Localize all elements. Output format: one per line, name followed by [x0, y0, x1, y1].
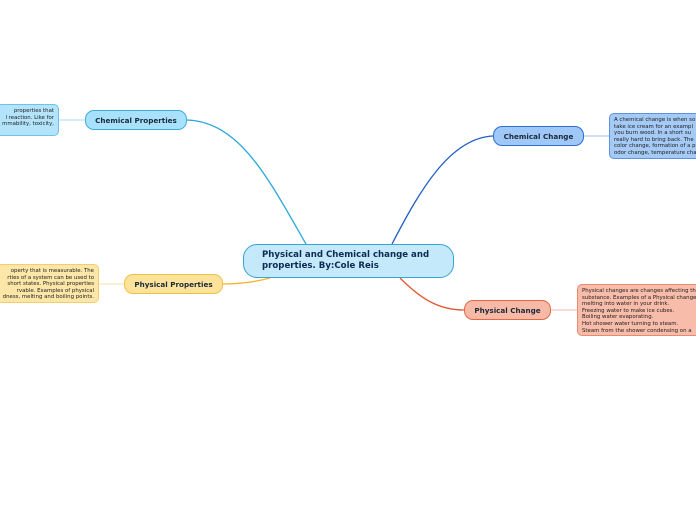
- topic-chemical-change[interactable]: Chemical Change: [493, 126, 584, 146]
- connector-physical-change: [399, 277, 465, 311]
- topic-physical-change[interactable]: Physical Change: [464, 300, 551, 320]
- topic-label: Physical Properties: [134, 279, 213, 289]
- topic-label: Chemical Properties: [95, 115, 177, 125]
- root-topic-label: Physical and Chemical change and propert…: [262, 250, 430, 271]
- connector-physical-properties: [222, 277, 271, 285]
- note-physical-change[interactable]: Physical changes are changes affecting t…: [577, 284, 696, 336]
- note-chemical-change[interactable]: A chemical change is when so take ice cr…: [609, 113, 696, 159]
- topic-physical-properties[interactable]: Physical Properties: [124, 274, 223, 294]
- connector-chemical-change: [391, 135, 494, 245]
- topic-chemical-properties[interactable]: Chemical Properties: [85, 110, 187, 130]
- root-topic[interactable]: Physical and Chemical change and propert…: [243, 244, 454, 278]
- note-chemical-properties[interactable]: properties that l reaction. Like for mma…: [0, 104, 59, 136]
- topic-label: Chemical Change: [503, 131, 574, 141]
- topic-label: Physical Change: [474, 305, 541, 315]
- connector-chemical-properties: [186, 119, 307, 245]
- note-physical-properties[interactable]: operty that is measurable. The rties of …: [0, 264, 99, 303]
